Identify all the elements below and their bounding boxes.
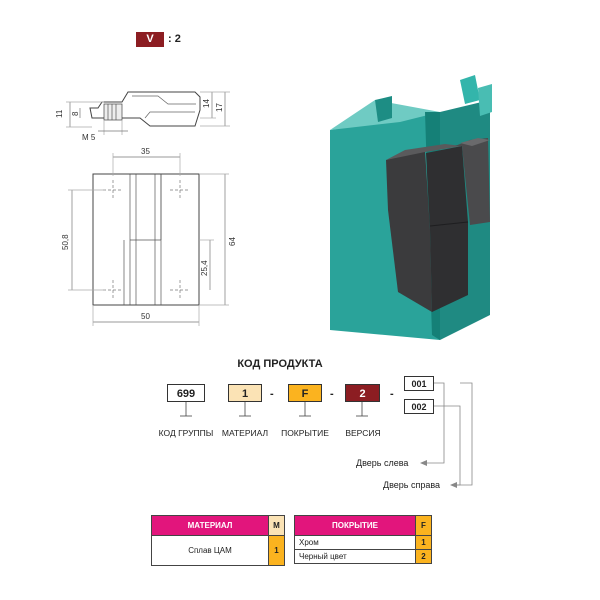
coating-table-header: ПОКРЫТИЕ — [294, 515, 416, 536]
material-table: МАТЕРИАЛ M Сплав ЦАМ 1 — [151, 515, 285, 566]
hinge-3d-illustration — [330, 75, 492, 340]
material-name: Сплав ЦАМ — [151, 535, 269, 566]
dim-64: 64 — [228, 237, 237, 246]
group-code-label: КОД ГРУППЫ — [158, 428, 214, 438]
dim-50-8: 50,8 — [61, 234, 70, 250]
variant-002-label: Дверь справа — [383, 480, 441, 490]
group-code-box: 699 — [167, 384, 205, 402]
coating-name-black: Черный цвет — [294, 549, 416, 564]
variant-001-box: 001 — [404, 376, 434, 391]
version-value: : 2 — [168, 33, 181, 45]
dim-17: 17 — [215, 103, 224, 112]
material-table-header: МАТЕРИАЛ — [151, 515, 269, 536]
dim-25-4: 25,4 — [200, 260, 209, 276]
coating-code-chrome: 1 — [415, 535, 432, 550]
version-badge: V — [136, 32, 164, 47]
material-code: 1 — [268, 535, 285, 566]
coating-table-code-header: F — [415, 515, 432, 536]
dim-35: 35 — [141, 147, 150, 156]
version-code-box: 2 — [345, 384, 380, 402]
separator-1: - — [270, 388, 274, 400]
code-connector-lines — [180, 382, 473, 488]
coating-code-black: 2 — [415, 549, 432, 564]
variant-002-box: 002 — [404, 399, 434, 414]
material-code-box: 1 — [228, 384, 262, 402]
separator-2: - — [330, 388, 334, 400]
table-row: Черный цвет 2 — [294, 549, 432, 564]
table-row: Сплав ЦАМ 1 — [151, 535, 285, 566]
product-code-title: КОД ПРОДУКТА — [237, 358, 323, 370]
variant-001-label: Дверь слева — [356, 458, 409, 468]
technical-drawing: 11 8 14 17 M 5 35 50,8 64 25,4 50 — [55, 75, 492, 340]
dim-50: 50 — [141, 312, 150, 321]
dim-m5: M 5 — [82, 133, 96, 142]
coating-name-chrome: Хром — [294, 535, 416, 550]
dim-14: 14 — [202, 99, 211, 108]
material-label: МАТЕРИАЛ — [221, 428, 269, 438]
material-table-code-header: M — [268, 515, 285, 536]
version-label: ВЕРСИЯ — [345, 428, 381, 438]
table-row: Хром 1 — [294, 535, 432, 550]
dim-11: 11 — [55, 109, 64, 118]
coating-code-box: F — [288, 384, 322, 402]
coating-table: ПОКРЫТИЕ F Хром 1 Черный цвет 2 — [294, 515, 432, 564]
coating-label: ПОКРЫТИЕ — [281, 428, 329, 438]
separator-3: - — [390, 388, 394, 400]
dim-8: 8 — [71, 111, 80, 116]
